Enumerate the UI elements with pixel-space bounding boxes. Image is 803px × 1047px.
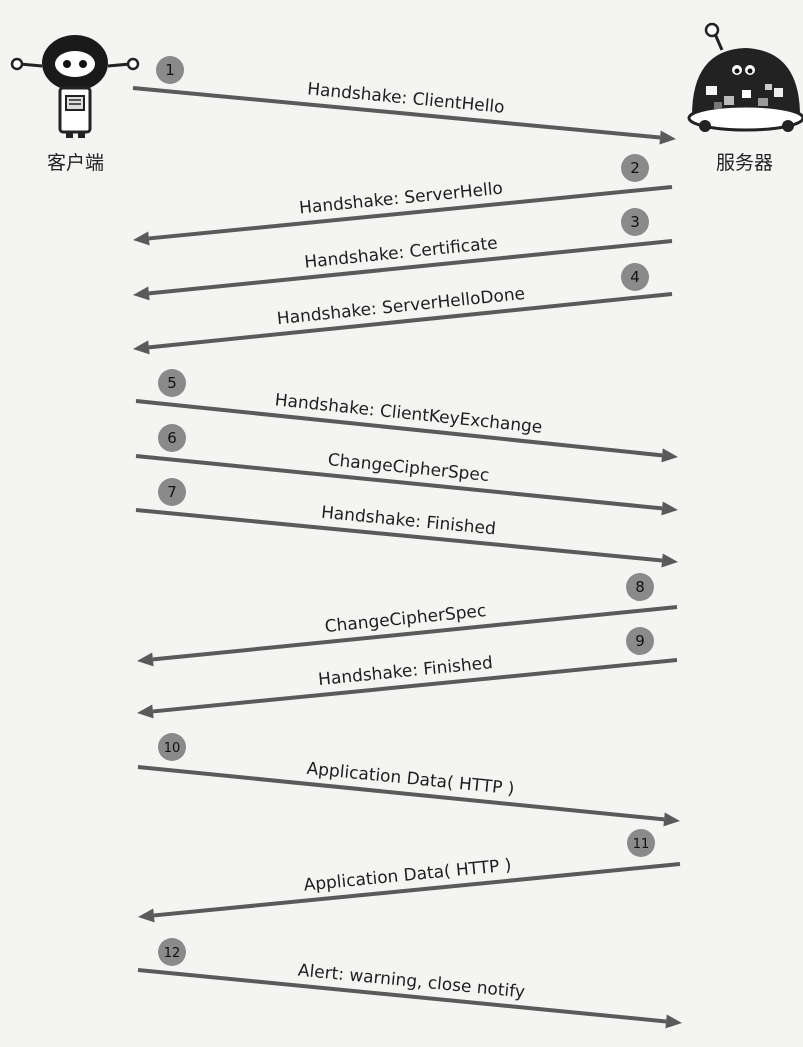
step-badge bbox=[621, 208, 649, 236]
message-arrow-line bbox=[137, 765, 665, 822]
message-7: Handshake: Finished 7 bbox=[135, 478, 678, 568]
message-label: ChangeCipherSpec bbox=[324, 601, 487, 637]
message-arrow-line bbox=[135, 508, 663, 563]
arrowhead-icon bbox=[138, 908, 155, 923]
robot-client-icon bbox=[10, 35, 140, 138]
step-badge bbox=[626, 573, 654, 601]
server-label: 服务器 bbox=[716, 152, 774, 174]
message-9: Handshake: Finished 9 bbox=[137, 627, 678, 719]
step-badge bbox=[621, 263, 649, 291]
step-number: 10 bbox=[164, 741, 181, 756]
step-number: 1 bbox=[165, 61, 175, 79]
message-arrow-line bbox=[132, 86, 661, 140]
step-number: 5 bbox=[167, 374, 177, 392]
message-10: Application Data( HTTP )10 bbox=[137, 733, 680, 827]
message-arrow-line bbox=[148, 185, 673, 241]
message-arrow-line bbox=[148, 292, 673, 350]
message-label: ChangeCipherSpec bbox=[327, 450, 490, 486]
step-number: 9 bbox=[635, 632, 645, 650]
step-badge bbox=[621, 154, 649, 182]
step-number: 11 bbox=[633, 837, 650, 852]
step-number: 12 bbox=[164, 946, 181, 961]
message-6: ChangeCipherSpec 6 bbox=[135, 424, 678, 516]
step-number: 3 bbox=[630, 213, 640, 231]
arrowhead-icon bbox=[133, 286, 150, 301]
step-number: 7 bbox=[167, 483, 177, 501]
arrowhead-icon bbox=[661, 553, 678, 568]
arrowhead-icon bbox=[133, 231, 150, 246]
arrowhead-icon bbox=[665, 1014, 682, 1029]
message-arrow-line bbox=[153, 862, 681, 918]
message-arrow-line bbox=[135, 399, 663, 458]
arrowhead-icon bbox=[661, 501, 678, 516]
arrowhead-icon bbox=[137, 652, 154, 667]
step-badge bbox=[627, 829, 655, 857]
message-arrow-line bbox=[135, 454, 663, 511]
step-badge bbox=[158, 938, 186, 966]
arrowhead-icon bbox=[133, 340, 150, 355]
message-11: Application Data( HTTP )11 bbox=[138, 829, 681, 923]
message-arrow-line bbox=[152, 605, 678, 662]
step-number: 6 bbox=[167, 429, 177, 447]
step-badge bbox=[156, 56, 184, 84]
step-badge bbox=[158, 478, 186, 506]
message-arrow-line bbox=[137, 968, 667, 1024]
message-arrow-line bbox=[148, 239, 673, 296]
message-arrow-line bbox=[152, 658, 678, 714]
arrowhead-icon bbox=[137, 704, 154, 719]
step-badge bbox=[626, 627, 654, 655]
message-label: Handshake: Finished bbox=[317, 653, 493, 690]
arrowhead-icon bbox=[663, 812, 680, 827]
step-badge bbox=[158, 369, 186, 397]
step-number: 4 bbox=[630, 268, 640, 286]
arrowhead-icon bbox=[659, 130, 676, 145]
arrowhead-icon bbox=[661, 448, 678, 463]
robot-server-icon bbox=[687, 22, 803, 132]
step-badge bbox=[158, 733, 186, 761]
step-number: 2 bbox=[630, 159, 640, 177]
message-8: ChangeCipherSpec 8 bbox=[137, 573, 678, 667]
client-label: 客户端 bbox=[47, 152, 105, 174]
step-badge bbox=[158, 424, 186, 452]
step-number: 8 bbox=[635, 578, 645, 596]
message-label: Handshake: Finished bbox=[320, 503, 496, 540]
